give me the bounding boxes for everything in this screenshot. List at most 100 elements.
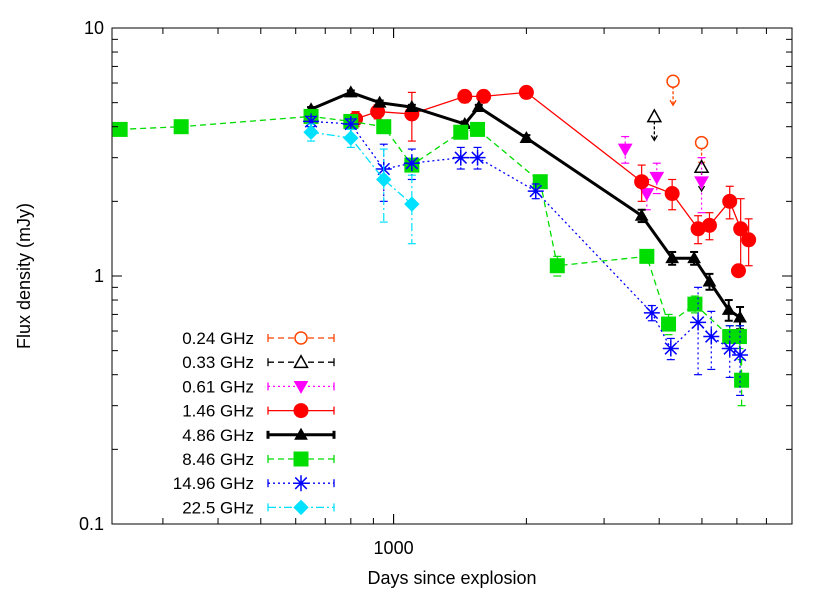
- series-0-61-ghz: [617, 135, 709, 214]
- data-point: [741, 232, 757, 248]
- legend-marker: [293, 381, 309, 394]
- series-4-86-ghz: [304, 85, 747, 331]
- data-point: [634, 174, 650, 190]
- legend-item: 14.96 GHz: [173, 474, 335, 493]
- data-point: [343, 130, 359, 146]
- series-1-46-ghz-extra: [730, 263, 746, 279]
- data-point: [721, 302, 736, 315]
- upper-limit-arrowhead: [669, 99, 677, 107]
- data-point: [702, 274, 717, 287]
- data-point: [690, 314, 707, 331]
- data-point: [703, 328, 720, 345]
- data-point: [342, 116, 359, 133]
- data-point: [471, 100, 486, 113]
- data-point: [634, 208, 649, 221]
- data-point: [687, 296, 703, 312]
- data-point: [173, 119, 189, 135]
- y-tick-label: 10: [84, 18, 104, 38]
- axis-ticks: [112, 27, 793, 525]
- series-0-24-ghz: [666, 74, 709, 168]
- legend-item: 0.24 GHz: [182, 329, 335, 348]
- legend-label: 0.61 GHz: [182, 377, 254, 396]
- data-point: [518, 84, 534, 100]
- legend-item: 4.86 GHz: [182, 426, 336, 445]
- data-point: [403, 155, 420, 172]
- data-point: [734, 372, 750, 388]
- data-point: [666, 74, 680, 88]
- legend-label: 14.96 GHz: [173, 474, 254, 493]
- data-point: [376, 119, 392, 135]
- series-line: [310, 90, 741, 319]
- legend-marker: [293, 475, 309, 492]
- upper-limit-arrowhead: [650, 135, 658, 142]
- legend-label: 4.86 GHz: [182, 426, 254, 445]
- series-22-5-ghz: [303, 123, 420, 245]
- x-tick-label: 1000: [374, 538, 414, 558]
- legend-item: 1.46 GHz: [182, 402, 335, 421]
- data-point: [661, 316, 677, 332]
- data-point: [453, 124, 469, 140]
- series-line: [310, 131, 413, 205]
- legend-label: 22.5 GHz: [182, 498, 254, 517]
- data-point: [452, 149, 469, 166]
- legend-marker: [293, 499, 309, 516]
- data-point: [733, 310, 747, 323]
- data-point: [664, 186, 680, 202]
- data-point: [639, 188, 655, 202]
- data-point: [721, 340, 738, 357]
- data-point: [731, 329, 747, 345]
- legend-label: 0.24 GHz: [182, 329, 254, 348]
- y-tick-label: 0.1: [79, 514, 104, 534]
- data-point: [112, 121, 128, 137]
- data-point: [519, 131, 534, 144]
- series-14-96-ghz: [303, 113, 749, 397]
- legend-marker: [294, 427, 308, 440]
- data-point: [303, 124, 319, 140]
- data-point: [693, 159, 710, 173]
- x-axis-label: Days since explosion: [367, 568, 536, 588]
- legend-marker: [293, 403, 309, 419]
- data-point: [343, 85, 358, 98]
- y-axis-label: Flux density (mJy): [14, 203, 34, 349]
- data-point: [687, 251, 701, 264]
- legend-item: 8.46 GHz: [182, 450, 335, 469]
- data-point: [549, 258, 565, 274]
- data-point: [722, 193, 738, 209]
- upper-limit-arrowhead: [698, 185, 706, 193]
- data-point: [730, 263, 746, 279]
- data-point: [662, 340, 679, 357]
- data-point: [646, 108, 663, 123]
- data-point: [469, 149, 486, 166]
- data-point: [649, 171, 665, 185]
- data-point: [303, 113, 320, 130]
- data-point: [404, 100, 419, 113]
- legend-item: 0.33 GHz: [182, 353, 335, 372]
- legend-item: 0.61 GHz: [182, 377, 335, 396]
- data-point: [532, 174, 548, 190]
- legend-label: 8.46 GHz: [182, 450, 254, 469]
- data-point: [732, 347, 749, 364]
- data-point: [665, 251, 680, 264]
- data-point: [470, 121, 486, 137]
- data-point: [457, 88, 473, 104]
- data-point: [372, 95, 387, 108]
- data-point: [639, 248, 655, 264]
- legend: 0.24 GHz 0.33 GHz 0.61 GHz 1.46 GHz 4.86 GHz…: [173, 329, 336, 517]
- data-point: [694, 176, 709, 190]
- data-point: [476, 88, 492, 104]
- y-tick-label: 1: [94, 266, 104, 286]
- series-line: [120, 115, 743, 381]
- legend-item: 22.5 GHz: [182, 498, 335, 517]
- legend-label: 0.33 GHz: [182, 353, 254, 372]
- legend-marker: [294, 331, 308, 345]
- legend-marker: [293, 354, 309, 369]
- legend-marker: [293, 451, 309, 467]
- plot-data-layer: [112, 74, 757, 407]
- data-point: [701, 217, 717, 233]
- data-point: [643, 304, 660, 321]
- axis-tick-labels: 1000 0.1 1 10: [79, 18, 414, 558]
- data-point: [527, 183, 544, 200]
- data-point: [404, 196, 420, 212]
- legend-label: 1.46 GHz: [182, 402, 254, 421]
